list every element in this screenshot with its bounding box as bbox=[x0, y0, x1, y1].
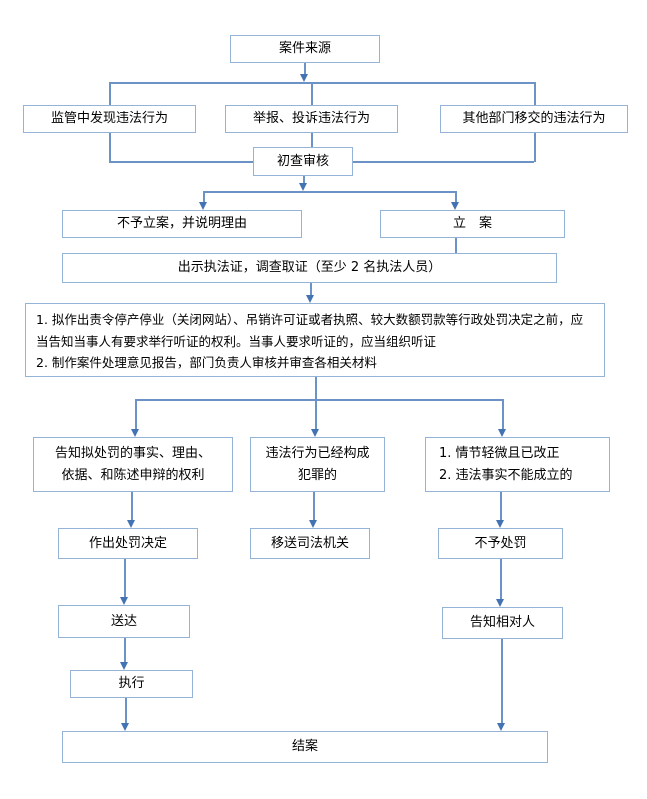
arrowhead-icon bbox=[311, 429, 319, 437]
arrowhead-icon bbox=[120, 662, 128, 670]
node-transfer-to-judicial-organ: 移送司法机关 bbox=[250, 528, 370, 559]
connector-branch-rail bbox=[135, 399, 502, 401]
connector-decision-to-delivery bbox=[124, 559, 126, 597]
arrowhead-icon bbox=[300, 74, 308, 82]
node-initial-review: 初查审核 bbox=[253, 147, 353, 176]
node-label: 告知拟处罚的事实、理由、 bbox=[54, 445, 211, 461]
arrowhead-icon bbox=[199, 202, 207, 210]
connector-decision-rail bbox=[203, 191, 456, 193]
connector-supervision-down bbox=[109, 133, 111, 162]
connector-execution-to-closed bbox=[125, 698, 127, 723]
node-transferred-by-other-departments: 其他部门移交的违法行为 bbox=[440, 105, 628, 133]
connector-transferred-down bbox=[534, 133, 536, 162]
arrowhead-icon bbox=[306, 295, 314, 303]
node-report-complaint: 举报、投诉违法行为 bbox=[225, 105, 398, 133]
connector-supervision-to-review bbox=[109, 161, 253, 163]
node-label: 1. 情节轻微且已改正 bbox=[439, 445, 560, 461]
node-label: 犯罪的 bbox=[297, 467, 337, 483]
node-no-punishment: 不予处罚 bbox=[438, 528, 563, 559]
node-label: 2. 违法事实不能成立的 bbox=[439, 467, 573, 483]
node-delivery: 送达 bbox=[58, 605, 190, 638]
arrowhead-icon bbox=[127, 520, 135, 528]
node-label: 违法行为已经构成 bbox=[265, 445, 370, 461]
connector-rail-to-report bbox=[311, 82, 313, 105]
node-case-source: 案件来源 bbox=[230, 35, 380, 63]
arrowhead-icon bbox=[496, 599, 504, 607]
arrowhead-icon bbox=[309, 520, 317, 528]
connector-rail-to-inform-rights bbox=[135, 399, 137, 429]
arrowhead-icon bbox=[451, 202, 459, 210]
node-inform-party: 告知相对人 bbox=[442, 607, 563, 639]
arrowhead-icon bbox=[299, 183, 307, 191]
connector-delivery-to-execution bbox=[124, 638, 126, 662]
node-case-filed: 立 案 bbox=[380, 210, 565, 238]
node-label: 2. 制作案件处理意见报告，部门负责人审核并审查各相关材料 bbox=[36, 355, 377, 370]
connector-inform-to-closed bbox=[501, 639, 503, 723]
node-minor-or-unfounded: 1. 情节轻微且已改正 2. 违法事实不能成立的 bbox=[425, 437, 610, 492]
connector-hearing-down bbox=[315, 377, 317, 399]
connector-report-to-review bbox=[311, 133, 313, 147]
connector-rights-to-decision bbox=[131, 492, 133, 520]
connector-rail-to-supervision bbox=[109, 82, 111, 105]
node-case-closed: 结案 bbox=[62, 731, 548, 763]
connector-case-filed-down bbox=[455, 238, 457, 253]
connector-minor-to-no-punishment bbox=[500, 492, 502, 520]
node-no-case-filed: 不予立案，并说明理由 bbox=[62, 210, 302, 238]
node-make-punishment-decision: 作出处罚决定 bbox=[58, 528, 198, 559]
node-execution: 执行 bbox=[70, 670, 193, 698]
connector-rail-to-minor bbox=[502, 399, 504, 429]
arrowhead-icon bbox=[121, 723, 129, 731]
node-constitutes-crime: 违法行为已经构成 犯罪的 bbox=[250, 437, 385, 492]
arrowhead-icon bbox=[120, 597, 128, 605]
connector-crime-to-judicial bbox=[313, 492, 315, 520]
connector-review-down bbox=[303, 176, 305, 184]
node-show-credentials: 出示执法证，调查取证（至少 2 名执法人员） bbox=[62, 253, 557, 283]
node-label: 1. 拟作出责令停产停业（关闭网站）、吊销许可证或者执照、较大数额罚款等行政处罚… bbox=[36, 312, 584, 349]
arrowhead-icon bbox=[496, 520, 504, 528]
arrowhead-icon bbox=[497, 723, 505, 731]
node-label: 依据、和陈述申辩的权利 bbox=[61, 467, 205, 483]
connector-rail-to-transferred bbox=[534, 82, 536, 105]
connector-credentials-down bbox=[310, 283, 312, 295]
node-hearing-notice: 1. 拟作出责令停产停业（关闭网站）、吊销许可证或者执照、较大数额罚款等行政处罚… bbox=[25, 303, 605, 377]
connector-no-punishment-to-inform bbox=[500, 559, 502, 599]
connector-transferred-to-review bbox=[353, 161, 534, 163]
connector-source-rail bbox=[109, 82, 534, 84]
arrowhead-icon bbox=[131, 429, 139, 437]
node-inform-rights: 告知拟处罚的事实、理由、 依据、和陈述申辩的权利 bbox=[33, 437, 233, 492]
connector-rail-to-no-case bbox=[203, 191, 205, 202]
node-found-in-supervision: 监管中发现违法行为 bbox=[23, 105, 196, 133]
arrowhead-icon bbox=[498, 429, 506, 437]
connector-rail-to-case-filed bbox=[455, 191, 457, 202]
connector-rail-to-crime bbox=[315, 399, 317, 429]
connector-case-source-down bbox=[304, 63, 306, 75]
